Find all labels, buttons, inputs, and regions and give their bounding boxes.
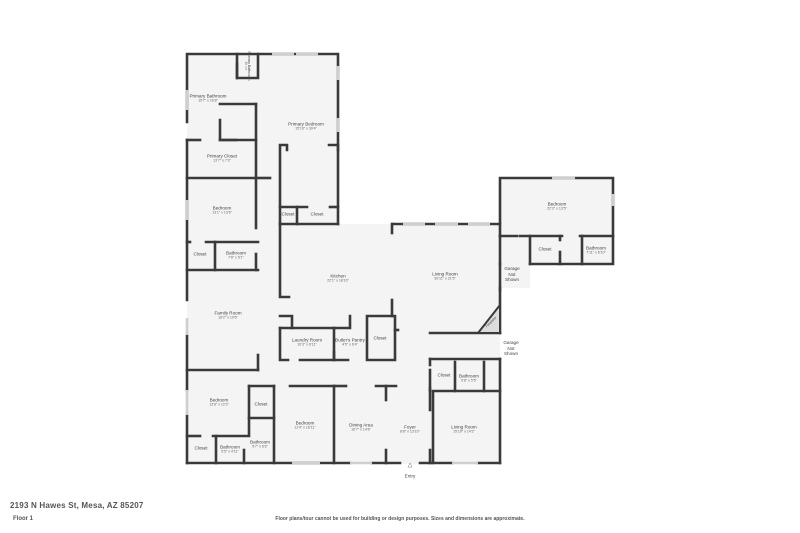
room-dimensions: 7'11" x 6'10"	[586, 250, 606, 255]
room-closet-ssw: Closet	[194, 445, 207, 450]
room-closet-center: Closet	[373, 335, 386, 340]
room-name: Closet	[538, 246, 552, 252]
disclaimer: Floor plans/tour cannot be used for buil…	[275, 516, 525, 522]
room-name: Bathroom	[226, 250, 246, 256]
room-dimensions: 11'4" x 16'11"	[294, 425, 316, 430]
room-dimensions: 15'10" x 30'4"	[295, 126, 317, 131]
room-name: Living Room	[451, 424, 477, 430]
exterior-walls	[185, 52, 615, 465]
note-line: Not	[508, 271, 516, 277]
room-closet-se: Closet	[437, 372, 450, 377]
room-bedroom-sw: Bedroom 13'8" x 12'2"	[209, 397, 229, 406]
room-name: Closet	[437, 372, 451, 378]
room-name: Primary Bedroom	[288, 121, 324, 127]
property-address: 2193 N Hawes St, Mesa, AZ 85207	[10, 501, 144, 510]
room-laundry-room: Laundry Room 10'3" x 6'11"	[292, 337, 322, 346]
room-bathroom-se: Bathroom 5'8" x 5'5"	[459, 373, 479, 382]
room-butlers-pantry: Butler's Pantry 4'5" x 6'4"	[335, 337, 365, 346]
room-closet-pb-1: Closet	[281, 211, 294, 216]
room-dimensions: 5'8" x 5'5"	[461, 378, 477, 383]
note-line: Shown	[504, 276, 520, 282]
entry-label: Entry	[404, 473, 416, 479]
room-name: Bathroom	[250, 439, 270, 445]
room-name: Foyer	[404, 424, 416, 430]
room-dimensions: 18'2" x 19'6"	[218, 315, 238, 320]
room-name: Bedroom	[547, 201, 567, 207]
room-bathroom-ssw-1: Bathroom 5'5" x 4'11"	[220, 444, 240, 453]
windows	[185, 52, 615, 465]
garage-not-shown-note: Garage Not Shown	[503, 340, 518, 357]
room-dimensions: 15'7" x 16'8"	[198, 98, 218, 103]
floor-label: Floor 1	[13, 516, 34, 522]
room-name: Closet	[254, 401, 268, 407]
room-name: Closet	[194, 445, 208, 451]
triangle-up-icon: △	[407, 462, 413, 469]
room-bedroom-nw: Bedroom 13'1" x 13'6"	[212, 205, 232, 214]
room-foyer: Foyer 8'8" x 13'10"	[400, 424, 420, 433]
room-kitchen: Kitchen 22'1" x 18'10"	[327, 273, 349, 282]
room-primary-bedroom: Primary Bedroom 15'10" x 30'4"	[288, 121, 324, 130]
room-dimensions: 10'3" x 6'11"	[297, 342, 317, 347]
room-bathroom-ssw-2: Bathroom 5'7" x 6'6"	[250, 439, 270, 448]
room-dimensions: 16'7" x 14'6"	[351, 427, 371, 432]
room-name: Closet	[373, 335, 387, 341]
room-name: Bathroom	[586, 245, 606, 251]
room-bedroom-s: Bedroom 11'4" x 16'11"	[294, 420, 315, 429]
room-name: Bedroom	[212, 205, 232, 211]
room-dimensions: 22'1" x 18'10"	[327, 278, 349, 283]
room-name: Living Room	[432, 271, 458, 277]
note-line: Not	[507, 345, 515, 351]
room-family-room: Family Room 18'2" x 19'6"	[214, 310, 241, 319]
room-dimensions: 13'1" x 13'6"	[212, 210, 232, 215]
room-name: Butler's Pantry	[335, 337, 365, 343]
room-name: Kitchen	[330, 273, 346, 279]
note-line: Garage	[504, 265, 520, 271]
room-dimensions: 8'8" x 13'10"	[400, 429, 420, 434]
interior-walls	[185, 52, 615, 465]
room-primary-bathroom: Primary Bathroom 15'7" x 16'8"	[189, 93, 226, 102]
room-closet-pb-2: Closet	[310, 211, 323, 216]
room-dimensions: 13'8" x 12'2"	[209, 402, 229, 407]
room-dining-area: Dining Area 16'7" x 14'6"	[349, 422, 373, 431]
room-name: Bathroom	[220, 444, 240, 450]
note-line: Shown	[503, 350, 519, 356]
room-dimensions: 4'5" x 6'4"	[342, 342, 358, 347]
room-name: Bathroom	[459, 373, 479, 379]
room-closet-ne: Closet	[538, 246, 551, 251]
room-dimensions: 5'7" x 6'6"	[252, 444, 268, 449]
room-closet-w: Closet	[193, 251, 206, 256]
room-dimensions: 5'5" x 4'11"	[221, 449, 239, 454]
room-bathroom-ne: Bathroom 7'11" x 6'10"	[586, 245, 606, 254]
room-dimensions: 13'7" x 7'3"	[213, 158, 231, 163]
floor-fills	[187, 54, 613, 464]
room-living-room: Living Room 30'11" x 21'5"	[432, 271, 458, 280]
note-line: Garage	[503, 339, 519, 345]
room-primary-closet: Primary Closet 13'7" x 7'3"	[207, 153, 237, 162]
room-name: Closet	[310, 211, 324, 217]
room-name: Closet	[281, 211, 295, 217]
room-living-room-se: Living Room 15'10" x 14'2"	[451, 424, 477, 433]
room-name: Primary Closet	[206, 153, 238, 159]
room-name: Bedroom	[295, 420, 315, 426]
garage-not-shown-note: Garage Not Shown	[504, 266, 519, 283]
room-bathroom-w: Bathroom 7'8" x 5'1"	[226, 250, 246, 259]
room-dimensions: 22'3" x 13'5"	[547, 206, 567, 211]
room-name: Bedroom	[209, 397, 229, 403]
room-dimensions: 30'11" x 21'5"	[434, 276, 456, 281]
room-name: Dining Area	[349, 422, 373, 428]
room-primary-bath-closet: Primary Bathroom 10' x 5'	[243, 52, 251, 81]
room-name: Primary Bathroom	[189, 93, 227, 99]
room-dimensions: 7'8" x 5'1"	[228, 255, 244, 260]
room-name: Laundry Room	[291, 337, 323, 343]
room-dimensions: 15'10" x 14'2"	[453, 429, 475, 434]
room-name: Family Room	[214, 310, 242, 316]
room-name: Closet	[193, 251, 207, 257]
room-bedroom-ne: Bedroom 22'3" x 13'5"	[547, 201, 567, 210]
room-closet-sw: Closet	[254, 401, 267, 406]
